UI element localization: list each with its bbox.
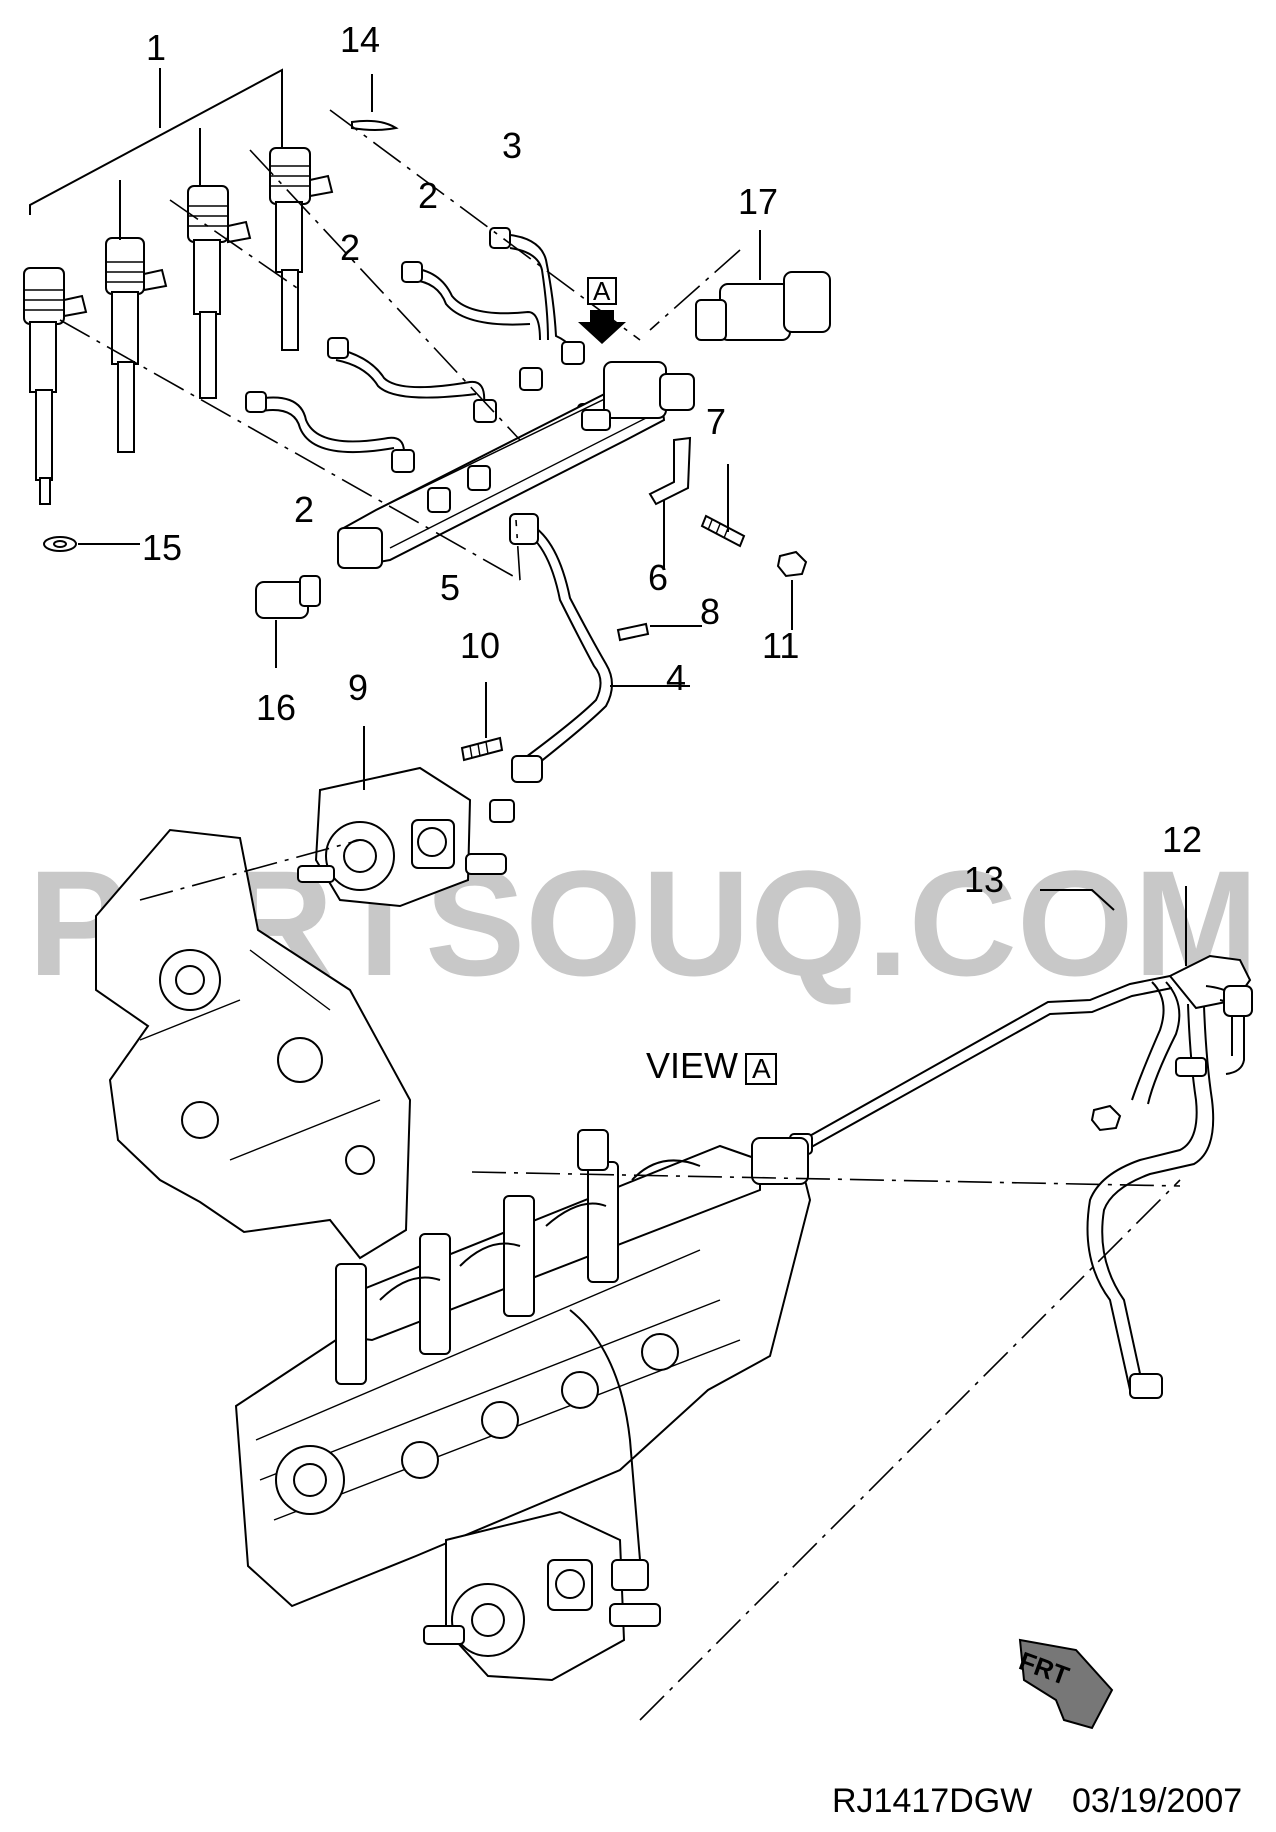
return-line-nut	[1090, 1104, 1122, 1132]
pressure-regulator	[695, 230, 831, 341]
callout-2-top: 2	[418, 175, 438, 216]
callout-1-leader	[29, 68, 283, 240]
seal-washer	[43, 536, 140, 552]
high-pressure-pipes	[245, 227, 599, 473]
cylinder-head-assembly	[234, 1129, 812, 1608]
rail-pressure-sensor	[255, 575, 321, 668]
callout-1: 1	[146, 27, 166, 68]
callout-17: 17	[738, 181, 778, 222]
alignment-lines	[59, 109, 1181, 1721]
drawing-code: RJ1417DGW	[832, 1782, 1032, 1820]
callout-8: 8	[700, 591, 720, 632]
injector-group	[23, 68, 334, 505]
injector-3	[187, 185, 252, 399]
fuel-return-line	[789, 886, 1253, 1399]
callout-13: 13	[964, 859, 1004, 900]
view-a-arrow-label: A	[593, 276, 611, 306]
callout-3: 3	[502, 125, 522, 166]
view-label: VIEW	[646, 1045, 738, 1086]
injector-2	[105, 237, 168, 453]
callout-2-low: 2	[294, 489, 314, 530]
callout-7: 7	[706, 401, 726, 442]
view-a-arrow: A	[578, 276, 626, 344]
high-pressure-pump	[297, 726, 515, 908]
drawing-footer: RJ1417DGW 03/19/2007	[832, 1782, 1242, 1820]
injector-4	[269, 147, 334, 351]
callout-labels: 1 14 3 17 2 2 7 2 15 5 6 8 11 10 4 16 9 …	[142, 19, 1202, 900]
rail-bracket	[648, 436, 692, 570]
view-a-title: VIEW A	[646, 1045, 777, 1086]
bolt-8	[616, 622, 702, 642]
fuel-rail	[337, 361, 695, 569]
callout-2-mid: 2	[340, 227, 360, 268]
view-ref: A	[752, 1053, 771, 1084]
callout-15: 15	[142, 527, 182, 568]
callout-16: 16	[256, 687, 296, 728]
callout-9: 9	[348, 667, 368, 708]
callout-5: 5	[440, 567, 460, 608]
injector-1	[23, 267, 88, 505]
callout-14: 14	[340, 19, 380, 60]
bolt-10	[460, 682, 504, 762]
front-direction-marker: FRT	[1015, 1638, 1114, 1730]
engine-bracket-housing	[95, 828, 412, 1260]
callout-10: 10	[460, 625, 500, 666]
high-pressure-pump-view-a	[423, 1510, 661, 1682]
callout-11: 11	[762, 625, 799, 666]
callout-4: 4	[666, 657, 686, 698]
stud-bolt	[700, 464, 746, 548]
callout-12: 12	[1162, 819, 1202, 860]
callout-6: 6	[648, 557, 668, 598]
nut	[776, 550, 808, 630]
drawing-date: 03/19/2007	[1072, 1782, 1242, 1820]
clip	[351, 74, 399, 131]
